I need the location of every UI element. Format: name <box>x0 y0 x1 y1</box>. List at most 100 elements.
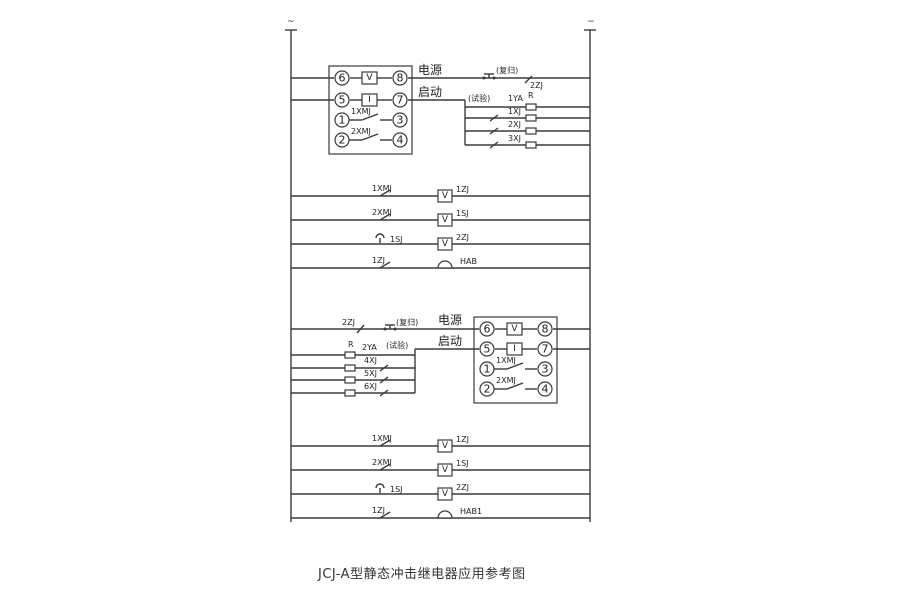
svg-text:I: I <box>368 95 371 105</box>
current-element-symbol <box>361 93 378 107</box>
svg-text:8: 8 <box>542 323 549 336</box>
pin-4 <box>392 132 408 148</box>
svg-text:4: 4 <box>397 134 404 147</box>
signal-contact-label: 1XJ <box>508 107 521 116</box>
row-contact-label: 1ZJ <box>372 256 385 265</box>
reset-contact-label: 2ZJ <box>530 81 543 90</box>
voltage-element-symbol <box>361 71 378 85</box>
circuit-rows-2: 1XMJ V 1ZJ 2XMJ V 1SJ 1SJ V 2ZJ 1ZJ HAB1 <box>291 434 590 519</box>
relay-block-2: 6 V 8 5 I 7 1 1XMJ 3 2 2XMJ 4 电源 <box>291 313 590 404</box>
svg-text:V: V <box>442 215 449 225</box>
signal-contact-label: 2XJ <box>508 120 521 129</box>
contact-label-1xmj: 1XMJ <box>351 107 371 116</box>
start-label: 启动 <box>418 85 442 99</box>
reset-label: (复归) <box>496 65 518 75</box>
pin-3 <box>537 361 553 377</box>
svg-text:V: V <box>442 191 449 201</box>
voltage-element-symbol <box>506 322 523 336</box>
current-element-symbol <box>506 342 523 356</box>
pin-4 <box>537 381 553 397</box>
svg-text:V: V <box>442 239 449 249</box>
circuit-rows-1: 1XMJ V 1ZJ 2XMJ V 1SJ 1SJ V 2ZJ 1ZJ HAB <box>291 184 590 269</box>
coil-symbol <box>437 189 453 203</box>
pin-3 <box>392 112 408 128</box>
resistor-symbol <box>525 103 537 111</box>
row-contact-label: 1SJ <box>390 485 403 494</box>
svg-text:5: 5 <box>339 94 346 107</box>
row-contact-label: 1XMJ <box>372 434 392 443</box>
pin-6 <box>479 321 495 337</box>
left-rail-ac-symbol: ~ <box>287 17 295 27</box>
svg-text:V: V <box>442 489 449 499</box>
test-label: (试验) <box>468 93 490 103</box>
row-coil-label: 1ZJ <box>456 185 469 194</box>
svg-text:1: 1 <box>484 363 491 376</box>
contact-label-1xmj: 1XMJ <box>496 356 516 365</box>
signal-contact-label: 3XJ <box>508 134 521 143</box>
test-coil-r-label: R <box>528 91 534 100</box>
svg-text:2: 2 <box>339 134 346 147</box>
pin-7 <box>537 341 553 357</box>
svg-text:2: 2 <box>484 383 491 396</box>
svg-text:5: 5 <box>484 343 491 356</box>
row-contact-label: 1XMJ <box>372 184 392 193</box>
coil-symbol <box>437 439 453 453</box>
pin-6 <box>334 70 350 86</box>
svg-text:1: 1 <box>339 114 346 127</box>
svg-text:I: I <box>513 344 516 354</box>
power-label: 电源 <box>438 313 462 327</box>
svg-text:3: 3 <box>542 363 549 376</box>
contact-label-2xmj: 2XMJ <box>496 376 516 385</box>
svg-text:7: 7 <box>542 343 549 356</box>
row-coil-label: 1SJ <box>456 209 469 218</box>
svg-text:V: V <box>442 441 449 451</box>
row-coil-label: 2ZJ <box>456 483 469 492</box>
coil-symbol <box>437 463 453 477</box>
coil-symbol <box>437 237 453 251</box>
svg-text:4: 4 <box>542 383 549 396</box>
pin-5 <box>479 341 495 357</box>
row-contact-label: 1SJ <box>390 235 403 244</box>
svg-text:6: 6 <box>339 72 346 85</box>
reset-contact-label: 2ZJ <box>342 318 355 327</box>
pin-8 <box>392 70 408 86</box>
row-coil-label: 1ZJ <box>456 435 469 444</box>
resistor-symbol <box>344 351 356 359</box>
svg-text:V: V <box>511 324 518 334</box>
svg-text:8: 8 <box>397 72 404 85</box>
power-label: 电源 <box>418 63 442 77</box>
pin-5 <box>334 92 350 108</box>
svg-text:7: 7 <box>397 94 404 107</box>
svg-text:V: V <box>442 465 449 475</box>
contact-label-2xmj: 2XMJ <box>351 127 371 136</box>
resistor-symbol <box>344 364 356 372</box>
row-coil-label: 2ZJ <box>456 233 469 242</box>
resistor-symbol <box>525 114 537 122</box>
coil-symbol <box>437 213 453 227</box>
svg-text:3: 3 <box>397 114 404 127</box>
row-coil-label: 1SJ <box>456 459 469 468</box>
signal-contact-label: 5XJ <box>364 369 377 378</box>
right-rail: ~ <box>584 17 596 522</box>
row-contact-label: 2XMJ <box>372 458 392 467</box>
resistor-symbol <box>525 141 537 149</box>
test-coil-r-label: R <box>348 340 354 349</box>
row-alarm-label: HAB <box>460 257 477 266</box>
pin-8 <box>537 321 553 337</box>
svg-text:V: V <box>366 73 373 83</box>
signal-contact-label: 4XJ <box>364 356 377 365</box>
signal-contact-label: 6XJ <box>364 382 377 391</box>
row-alarm-label: HAB1 <box>460 507 482 516</box>
resistor-symbol <box>525 127 537 135</box>
row-contact-label: 2XMJ <box>372 208 392 217</box>
pin-7 <box>392 92 408 108</box>
alarm-bell-icon <box>437 260 453 269</box>
left-rail: ~ <box>285 17 297 522</box>
test-coil-label: 1YA <box>508 94 523 103</box>
relay-block-1: 6 V 8 5 I 7 1 1XMJ 3 2 2XMJ 4 电源 <box>291 63 590 155</box>
resistor-symbol <box>344 389 356 397</box>
coil-symbol <box>437 487 453 501</box>
right-rail-ac-symbol: ~ <box>587 17 595 27</box>
svg-text:6: 6 <box>484 323 491 336</box>
